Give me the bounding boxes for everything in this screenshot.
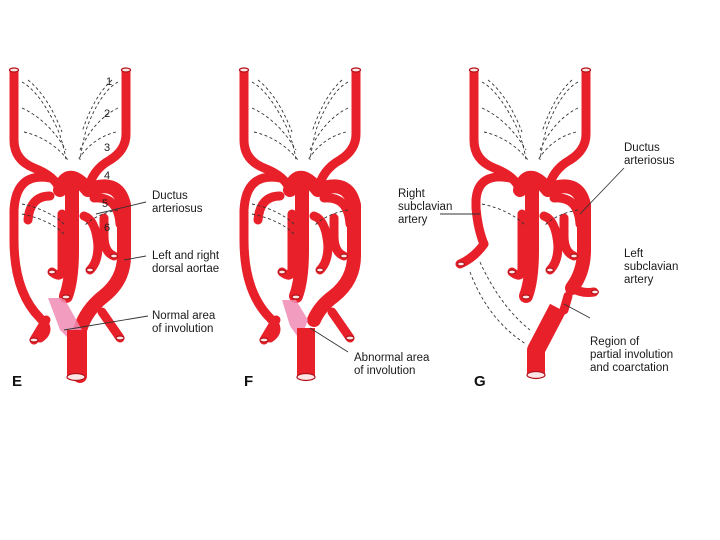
label-e-dorsal-aortae: Left and right dorsal aortae [152, 250, 220, 275]
arch-number-6: 6 [104, 222, 111, 234]
panel-g-diagram [440, 67, 625, 380]
panel-letter-f: F [244, 373, 254, 390]
label-g-coarctation: Region of partial involution and coarcta… [590, 336, 674, 374]
arch-number-2: 2 [104, 108, 111, 120]
panel-f-diagram [238, 67, 362, 382]
label-g-right-subclavian: Right subclavian artery [398, 188, 453, 226]
label-e-ductus-arteriosus: Ductus arteriosus [152, 190, 203, 215]
label-g-ductus-arteriosus: Ductus arteriosus [624, 142, 675, 167]
label-e-normal-involution: Normal area of involution [152, 310, 216, 335]
arch-number-1: 1 [106, 76, 113, 88]
arch-number-3: 3 [104, 142, 111, 154]
panel-letter-e: E [12, 373, 23, 390]
panel-letter-g: G [474, 373, 486, 390]
panel-e-diagram [8, 67, 149, 383]
label-g-left-subclavian: Left subclavian artery [624, 248, 679, 286]
label-f-abnormal-involution: Abnormal area of involution [354, 352, 430, 377]
arch-number-5: 5 [102, 198, 109, 210]
arch-number-4: 4 [104, 170, 111, 182]
